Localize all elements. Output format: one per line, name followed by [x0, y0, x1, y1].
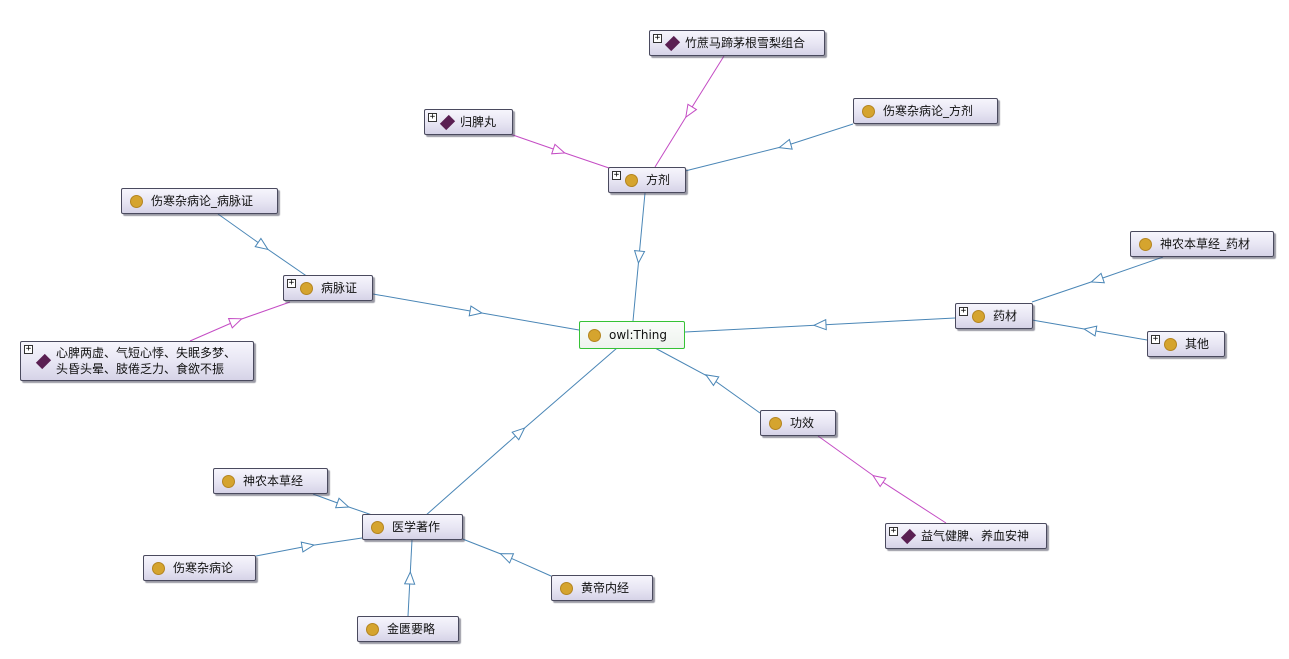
- node-label: 伤寒杂病论: [173, 561, 234, 575]
- node-label: 神农本草经_药材: [1160, 237, 1251, 251]
- edge-gongxiao-thing: [654, 347, 761, 414]
- node-shennong-bencao[interactable]: 神农本草经: [213, 468, 328, 494]
- expand-plus-icon[interactable]: +: [24, 344, 33, 354]
- node-label: 金匮要略: [387, 622, 436, 636]
- node-yixue-zhuzuo[interactable]: 医学著作: [362, 514, 463, 540]
- edge-guipi-fangji: [509, 133, 610, 169]
- node-yaocai[interactable]: + 药材: [955, 303, 1033, 329]
- node-jinkui-yaolue[interactable]: 金匮要略: [357, 616, 459, 642]
- class-circle-icon: [300, 281, 313, 295]
- node-label: owl:Thing: [609, 328, 668, 342]
- expand-plus-icon[interactable]: +: [428, 112, 437, 122]
- class-circle-icon: [972, 309, 985, 323]
- node-label: 功效: [790, 416, 815, 430]
- node-label: 病脉证: [321, 281, 358, 295]
- individual-diamond-icon: [900, 528, 917, 544]
- node-label: 黄帝内经: [581, 581, 630, 595]
- node-label-lines: 心脾两虚、气短心悸、失眠多梦、 头昏头晕、肢倦乏力、食欲不振: [56, 345, 236, 377]
- node-shanghan-fangji[interactable]: 伤寒杂病论_方剂: [853, 98, 998, 124]
- node-huangdi-neijing[interactable]: 黄帝内经: [551, 575, 653, 601]
- node-gongxiao[interactable]: 功效: [760, 410, 836, 436]
- node-label: 归脾丸: [460, 115, 497, 129]
- edge-jinkui-yixue: [408, 539, 412, 617]
- edge-shanghanfj-fangji: [684, 123, 854, 172]
- edge-shennong-yixue: [312, 493, 376, 517]
- individual-diamond-icon: [439, 114, 456, 130]
- expand-plus-icon[interactable]: +: [653, 33, 662, 43]
- expand-plus-icon[interactable]: +: [287, 278, 296, 288]
- class-circle-icon: [1139, 237, 1152, 251]
- individual-diamond-icon: [664, 35, 681, 51]
- node-label: 药材: [993, 309, 1018, 323]
- edge-qita-yaocai: [1031, 319, 1148, 341]
- edge-shanghanbm-bingmai: [217, 213, 309, 278]
- expand-plus-icon[interactable]: +: [612, 170, 621, 180]
- edge-yixue-thing: [424, 347, 618, 517]
- expand-plus-icon[interactable]: +: [959, 306, 968, 316]
- node-shanghan-bingmai[interactable]: 伤寒杂病论_病脉证: [121, 188, 278, 214]
- class-circle-icon: [625, 173, 638, 187]
- class-circle-icon: [588, 328, 601, 342]
- individual-diamond-icon: [35, 353, 52, 369]
- node-label: 神农本草经: [243, 474, 304, 488]
- expand-plus-icon[interactable]: +: [1151, 334, 1160, 344]
- edge-shennongyc-yaocai: [1031, 256, 1164, 303]
- edge-zhuzhe-fangji: [654, 55, 725, 168]
- node-yiqi-effect[interactable]: + 益气健脾、养血安神: [885, 523, 1047, 549]
- node-xinpi-symptoms[interactable]: + 心脾两虚、气短心悸、失眠多梦、 头昏头晕、肢倦乏力、食欲不振: [20, 341, 254, 381]
- class-circle-icon: [1164, 337, 1177, 351]
- class-circle-icon: [366, 622, 379, 636]
- node-label: 其他: [1185, 337, 1210, 351]
- class-circle-icon: [371, 520, 384, 534]
- class-circle-icon: [862, 104, 875, 118]
- node-label-line-2: 头昏头晕、肢倦乏力、食欲不振: [56, 362, 225, 376]
- node-label: 医学著作: [392, 520, 441, 534]
- node-label: 伤寒杂病论_方剂: [883, 104, 974, 118]
- node-bingmai[interactable]: + 病脉证: [283, 275, 373, 301]
- class-circle-icon: [769, 416, 782, 430]
- class-circle-icon: [560, 581, 573, 595]
- edge-fangji-thing: [632, 192, 646, 322]
- node-guipi-wan[interactable]: + 归脾丸: [424, 109, 513, 135]
- edge-huangdi-yixue: [459, 537, 552, 577]
- node-fangji[interactable]: + 方剂: [608, 167, 686, 193]
- edge-shanghan-yixue: [255, 537, 363, 557]
- node-label: 益气健脾、养血安神: [921, 529, 1030, 543]
- expand-plus-icon[interactable]: +: [889, 526, 898, 536]
- node-label: 竹蔗马蹄茅根雪梨组合: [685, 36, 806, 50]
- class-circle-icon: [130, 194, 143, 208]
- edge-xinpi-bingmai: [189, 301, 291, 342]
- node-label: 方剂: [646, 173, 671, 187]
- class-circle-icon: [152, 561, 165, 575]
- node-label: 伤寒杂病论_病脉证: [151, 194, 254, 208]
- node-shanghan-zabing[interactable]: 伤寒杂病论: [143, 555, 256, 581]
- node-owl-thing[interactable]: owl:Thing: [579, 321, 685, 349]
- node-qita[interactable]: + 其他: [1147, 331, 1225, 357]
- class-circle-icon: [222, 474, 235, 488]
- node-shennong-yaocai[interactable]: 神农本草经_药材: [1130, 231, 1274, 257]
- node-zhuzhe-combo[interactable]: + 竹蔗马蹄茅根雪梨组合: [649, 30, 825, 56]
- node-label-line-1: 心脾两虚、气短心悸、失眠多梦、: [56, 346, 237, 360]
- edge-yiqi-gongxiao: [817, 435, 947, 524]
- edge-yaocai-thing: [684, 317, 956, 333]
- edge-bingmai-thing: [372, 293, 580, 331]
